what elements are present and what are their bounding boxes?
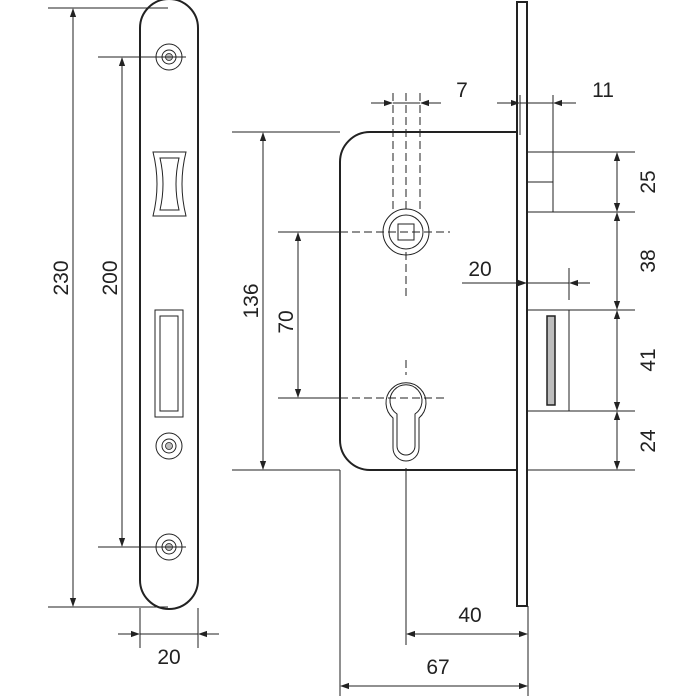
dim-bolt-projection: 20 [468, 258, 491, 281]
dim-latch-height: 25 [637, 170, 660, 193]
dim-faceplate-width: 20 [157, 646, 180, 669]
deadbolt [526, 309, 570, 412]
dim-backset: 40 [458, 604, 481, 627]
dim-screw-spacing: 200 [99, 260, 122, 295]
dim-bolt-to-bottom: 24 [637, 429, 660, 453]
lock-body-side-view [232, 1, 635, 696]
forend-bar [516, 1, 528, 607]
dim-body-depth: 67 [426, 656, 449, 679]
dim-body-height: 136 [240, 283, 263, 318]
faceplate-front-view: 230 200 20 [48, 0, 219, 669]
dim-faceplate-length: 230 [50, 260, 73, 295]
screw-hole-middle [155, 432, 183, 460]
dim-bolt-height: 41 [637, 348, 660, 371]
bolt-opening [154, 309, 184, 418]
dim-handle-to-cylinder: 70 [275, 310, 298, 333]
latch-opening [152, 151, 187, 217]
cylinder-keyhole [385, 382, 427, 462]
faceplate-outline [139, 0, 199, 610]
dim-latch-to-bolt: 38 [637, 249, 660, 272]
dim-spindle-width: 7 [456, 79, 468, 102]
lock-body-case [339, 131, 518, 471]
dim-faceplate-thickness: 11 [592, 79, 614, 102]
side-view-dimensions: 136 70 7 11 20 25 38 41 24 40 67 [240, 79, 660, 690]
